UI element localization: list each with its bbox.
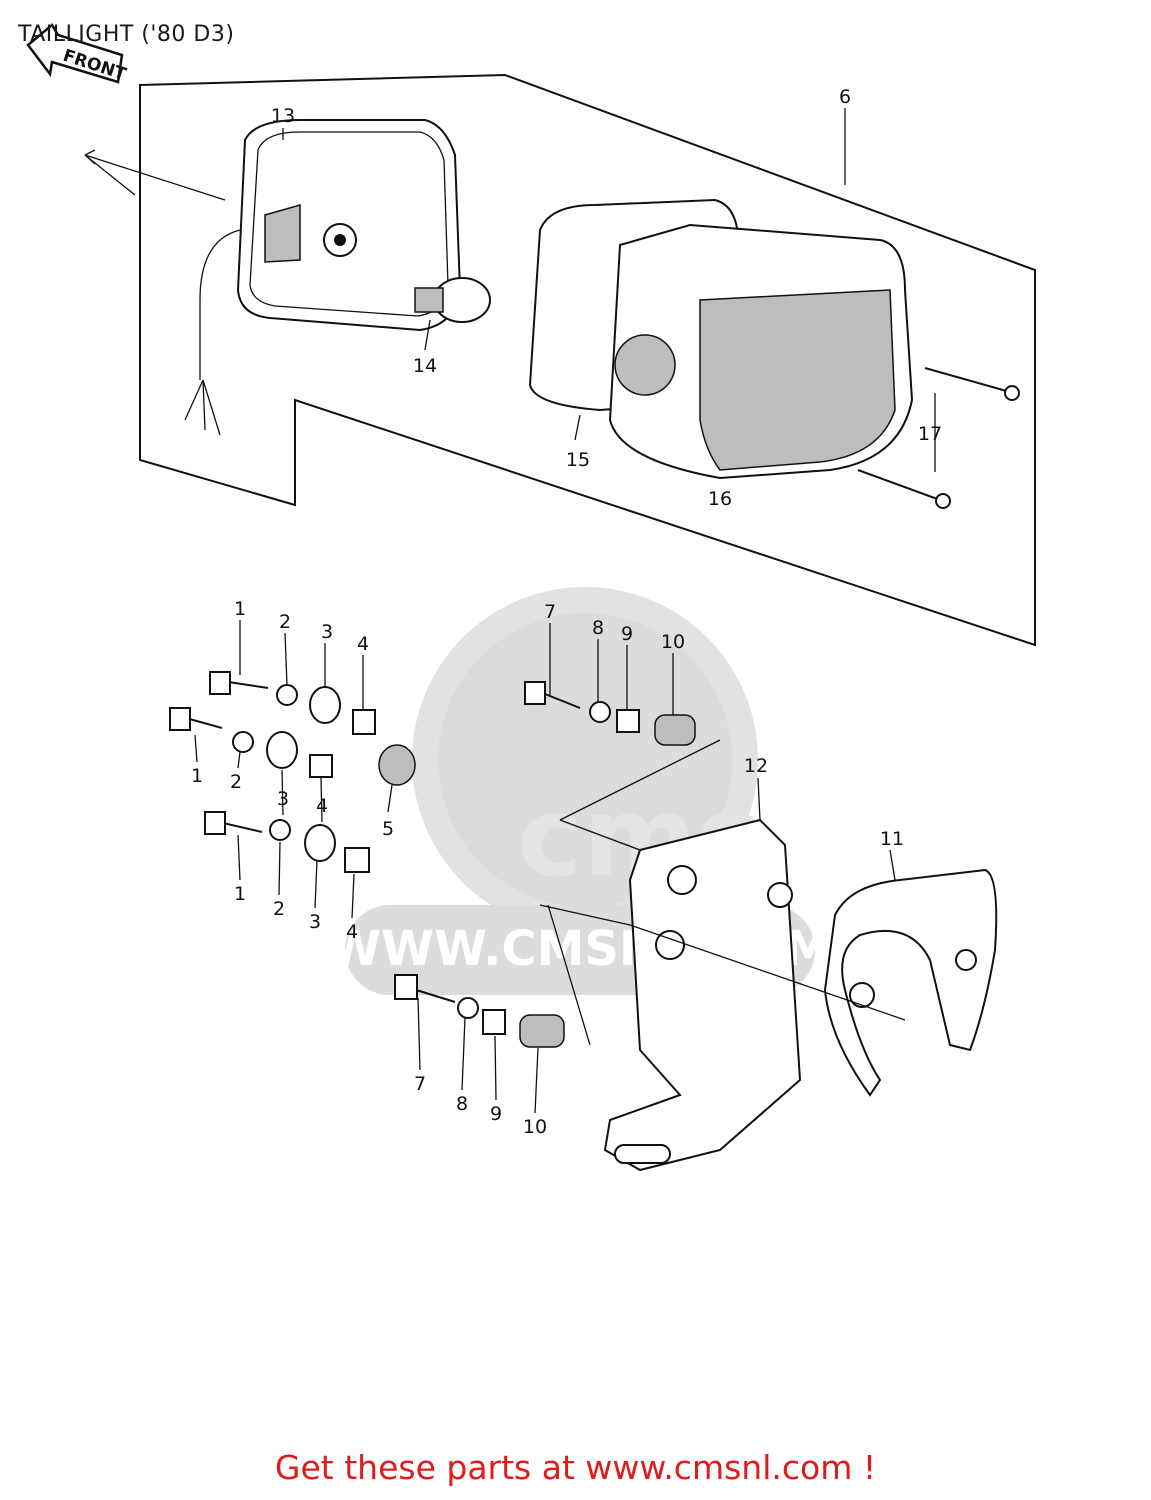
direction-arrows-icon (84, 149, 226, 201)
callout-3c: 3 (309, 911, 321, 933)
footer-link-text[interactable]: Get these parts at www.cmsnl.com ! (274, 1448, 877, 1487)
callout-3b: 3 (277, 788, 289, 810)
callout-14: 14 (413, 355, 437, 377)
callout-1a: 1 (234, 598, 246, 620)
callout-9a: 9 (621, 623, 633, 645)
callout-15: 15 (566, 449, 590, 471)
callout-4a: 4 (357, 633, 369, 655)
hardware-set-left (169, 671, 416, 873)
callouts: 13 6 14 15 16 17 1 2 3 4 1 2 3 4 5 1 2 3… (191, 86, 942, 1138)
bulb-14 (414, 277, 491, 323)
callout-17: 17 (918, 423, 942, 445)
callout-3a: 3 (321, 621, 333, 643)
callout-4c: 4 (346, 921, 358, 943)
guide-lines (539, 739, 906, 1046)
callout-12: 12 (744, 755, 768, 777)
leader-lines (194, 108, 936, 1114)
screws-17 (857, 367, 1020, 509)
assembly-boundary (139, 73, 1036, 647)
lamp-housing-13 (184, 119, 462, 436)
callout-2c: 2 (273, 898, 285, 920)
callout-8a: 8 (592, 617, 604, 639)
callout-8b: 8 (456, 1093, 468, 1115)
bracket-12 (603, 818, 802, 1172)
callout-7b: 7 (414, 1073, 426, 1095)
callout-13: 13 (271, 105, 295, 127)
plate-11 (823, 868, 998, 1097)
lens-16 (608, 223, 914, 480)
callout-1b: 1 (191, 765, 203, 787)
callout-7a: 7 (544, 601, 556, 623)
callout-16: 16 (708, 488, 732, 510)
callout-10a: 10 (661, 631, 685, 653)
callout-6: 6 (839, 86, 851, 108)
callout-10b: 10 (523, 1116, 547, 1138)
callout-2a: 2 (279, 611, 291, 633)
page-title: TAILLIGHT ('80 D3) (18, 22, 235, 47)
hardware-set-upper (524, 681, 696, 746)
hardware-set-lower (394, 974, 565, 1048)
callout-1c: 1 (234, 883, 246, 905)
callout-11: 11 (880, 828, 904, 850)
callout-5: 5 (382, 818, 394, 840)
callout-2b: 2 (230, 771, 242, 793)
callout-4b: 4 (316, 795, 328, 817)
callout-9b: 9 (490, 1103, 502, 1125)
